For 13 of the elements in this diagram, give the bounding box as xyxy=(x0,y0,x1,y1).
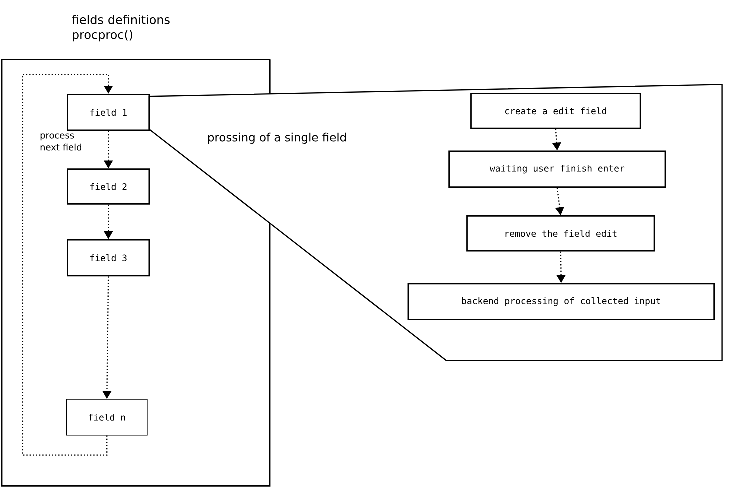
process-box: waiting user finish enter xyxy=(448,150,666,188)
process-box: field n xyxy=(66,399,148,436)
edge-label: process next field xyxy=(39,132,91,152)
process-box: field 1 xyxy=(67,94,150,132)
process-box: remove the field edit xyxy=(466,215,656,252)
process-box: field 2 xyxy=(67,168,150,205)
arrow xyxy=(22,74,114,456)
frame xyxy=(1,59,271,487)
heading: fields definitions procproc() xyxy=(72,15,170,42)
process-box: backend processing of collected input xyxy=(408,283,716,320)
panel-title: prossing of a single field xyxy=(208,132,346,144)
process-box: create a edit field xyxy=(470,92,642,130)
process-box: field 3 xyxy=(67,239,150,277)
